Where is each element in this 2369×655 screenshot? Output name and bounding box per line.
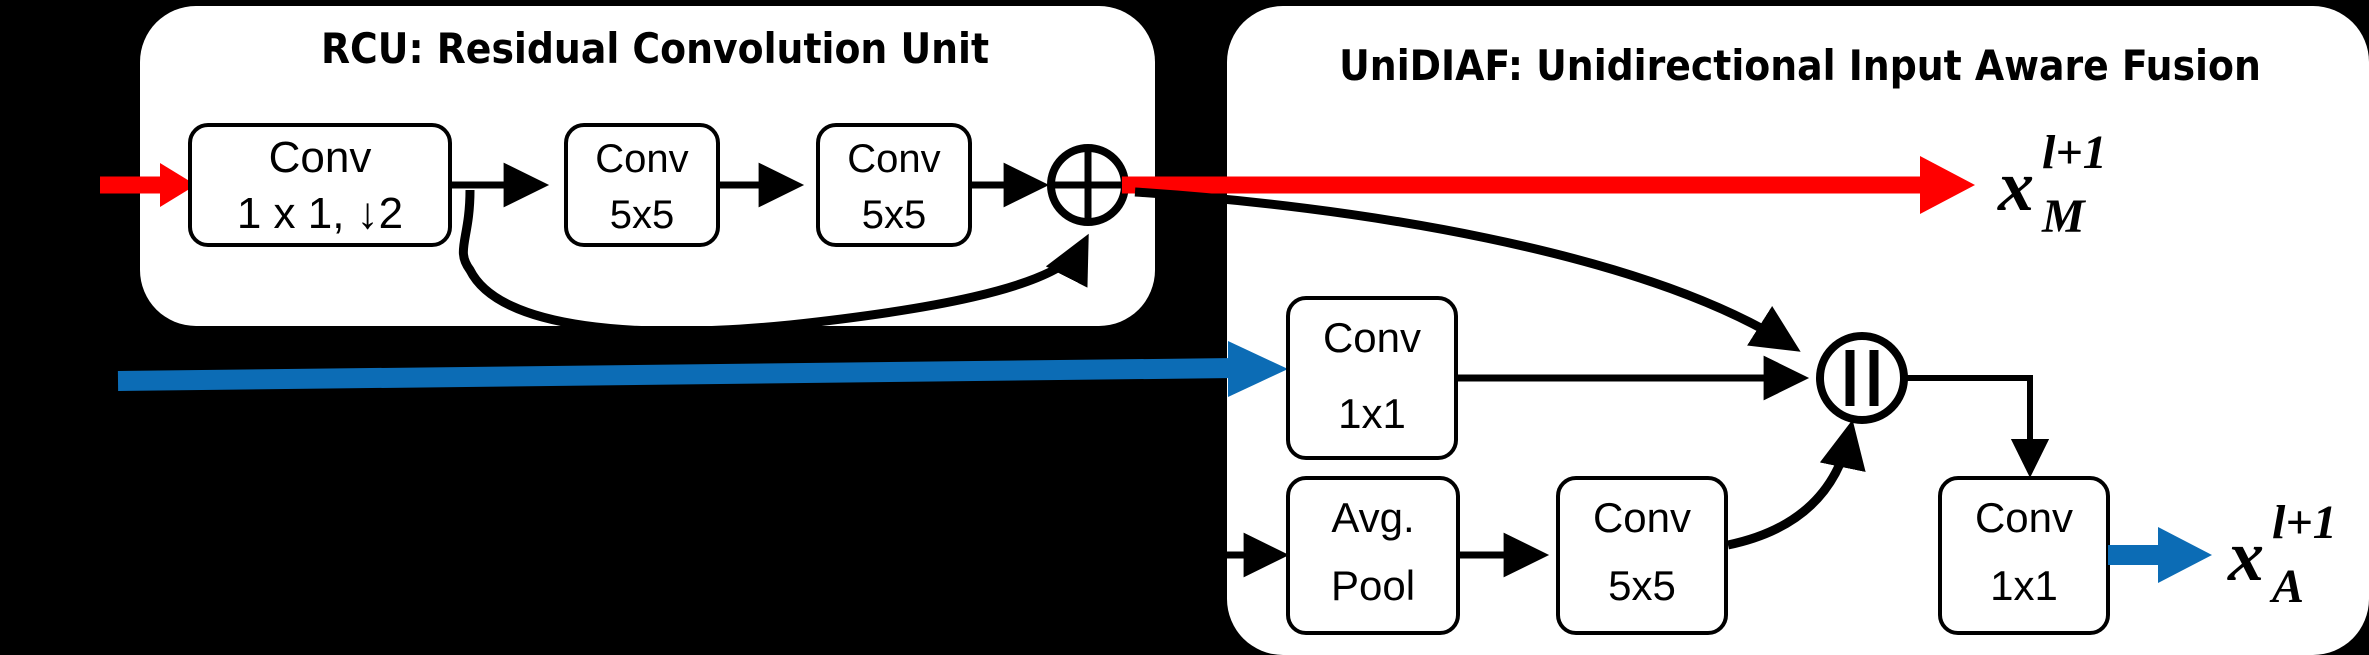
unidiaf-conv5x5-label-line1: Conv <box>1593 494 1691 541</box>
unidiaf-avgpool-box <box>1286 476 1460 635</box>
unidiaf-conv-top-label-line2: 1x1 <box>1338 390 1406 437</box>
output-m-subscript: M <box>2041 190 2087 243</box>
output-a-subscript: A <box>2269 560 2304 613</box>
edge-concat-to-convout <box>1904 375 2050 478</box>
output-label-m: x l+1 M <box>1997 126 2107 243</box>
rcu-conv1-label-line1: Conv <box>269 133 372 182</box>
output-label-a: x l+1 A <box>2227 496 2337 613</box>
output-m-superscript: l+1 <box>2042 126 2107 179</box>
unidiaf-conv-out-label-line1: Conv <box>1975 494 2073 541</box>
edge-residual-skip <box>458 189 1089 336</box>
unidiaf-avgpool-label-line2: Pool <box>1331 562 1415 609</box>
unidiaf-conv-top-box <box>1286 296 1458 460</box>
edge-sum-to-concat <box>1134 187 1801 352</box>
unidiaf-conv5x5-box <box>1556 476 1728 635</box>
rcu-conv1-box <box>188 123 452 247</box>
output-a-base: x <box>2227 516 2264 596</box>
rcu-conv3-box <box>816 123 972 247</box>
input-arrow-red <box>100 163 196 207</box>
rcu-conv2-label-line2: 5x5 <box>610 193 675 237</box>
rcu-conv1-label-line2: 1 x 1, ↓2 <box>237 189 403 238</box>
unidiaf-conv-top-label-line1: Conv <box>1323 314 1421 361</box>
output-arrow-red <box>1122 156 1975 214</box>
concat-node-circle <box>1816 332 1908 424</box>
unidiaf-conv-out-label-line2: 1x1 <box>1990 562 2058 609</box>
rcu-conv3-label-line1: Conv <box>847 137 940 181</box>
edge-conv5x5-to-concat <box>1727 419 1866 550</box>
input-arrow-blue <box>117 341 1288 397</box>
rcu-panel-title: RCU: Residual Convolution Unit <box>321 24 989 73</box>
rcu-conv2-label-line1: Conv <box>595 137 688 181</box>
output-arrow-blue <box>2108 527 2212 583</box>
output-m-base: x <box>1997 146 2034 226</box>
unidiaf-avgpool-label-line1: Avg. <box>1331 494 1414 541</box>
unidiaf-conv5x5-label-line2: 5x5 <box>1608 562 1676 609</box>
rcu-conv2-box <box>564 123 720 247</box>
unidiaf-panel-title: UniDIAF: Unidirectional Input Aware Fusi… <box>1339 41 2261 90</box>
rcu-conv3-label-line2: 5x5 <box>862 193 927 237</box>
output-a-superscript: l+1 <box>2272 496 2337 549</box>
